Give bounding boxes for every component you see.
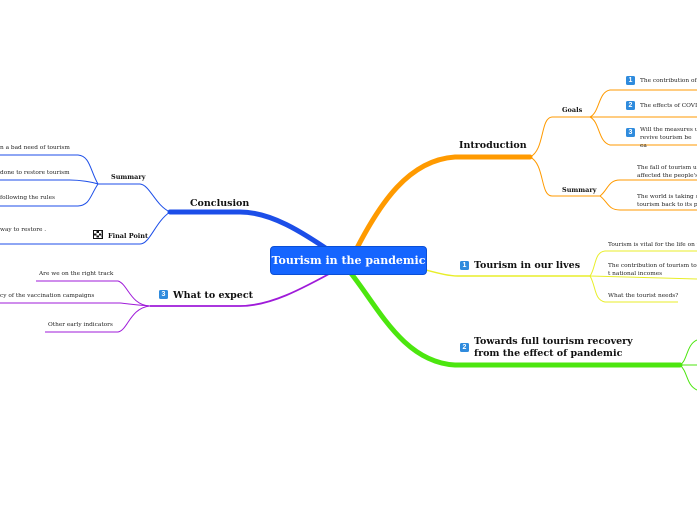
root-label: Tourism in the pandemic xyxy=(271,254,426,267)
topic-what-to-expect[interactable]: What to expect xyxy=(173,290,254,301)
conclusion-summary-item-3[interactable]: following the rules xyxy=(0,195,56,201)
number-badge-icon: 2 xyxy=(460,343,469,352)
number-badge-icon: 1 xyxy=(626,76,635,85)
expect-item-2[interactable]: cy of the vaccination campaigns xyxy=(0,293,95,299)
goal-item-3[interactable]: Will the measures u revive tourism be ea xyxy=(640,127,697,149)
intro-summary-item-1[interactable]: The fall of tourism un affected the peop… xyxy=(637,165,697,179)
expect-item-3[interactable]: Other early indicators xyxy=(48,322,113,328)
conclusion-summary-item-2[interactable]: done to restore tourism xyxy=(0,170,70,176)
intro-summary-item-2[interactable]: The world is taking s tourism back to it… xyxy=(637,194,697,208)
expect-item-1[interactable]: Are we on the right track xyxy=(39,271,114,277)
checkered-flag-icon xyxy=(93,230,103,239)
conclusion-summary-item-1[interactable]: n a bad need of tourism xyxy=(0,145,70,151)
topic-conclusion[interactable]: Conclusion xyxy=(190,198,250,209)
subtopic-introduction-summary[interactable]: Summary xyxy=(562,186,597,194)
number-badge-icon: 3 xyxy=(626,128,635,137)
tourism-item-2[interactable]: The contribution of tourism to t nationa… xyxy=(608,263,697,277)
final-point-item[interactable]: way to restore . xyxy=(0,227,47,233)
branch-introduction xyxy=(347,154,533,265)
number-badge-icon: 3 xyxy=(159,290,168,299)
tourism-item-3[interactable]: What the tourist needs? xyxy=(608,293,679,299)
branch-recovery xyxy=(342,263,683,368)
root-node[interactable]: Tourism in the pandemic xyxy=(270,246,427,275)
topic-introduction[interactable]: Introduction xyxy=(459,140,527,151)
tourism-item-1[interactable]: Tourism is vital for the life on th xyxy=(608,242,697,248)
goal-item-1[interactable]: The contribution of t xyxy=(640,78,697,84)
topic-tourism-in-our-lives[interactable]: Tourism in our lives xyxy=(474,260,581,271)
subtopic-final-point[interactable]: Final Point xyxy=(108,232,148,240)
goal-item-2[interactable]: The effects of COVI xyxy=(640,103,697,109)
subtopic-goals[interactable]: Goals xyxy=(562,106,583,114)
branch-what-to-expect xyxy=(150,267,341,307)
topic-recovery[interactable]: Towards full tourism recovery from the e… xyxy=(474,336,633,359)
number-badge-icon: 1 xyxy=(460,261,469,270)
subtopic-conclusion-summary[interactable]: Summary xyxy=(111,173,146,181)
number-badge-icon: 2 xyxy=(626,101,635,110)
